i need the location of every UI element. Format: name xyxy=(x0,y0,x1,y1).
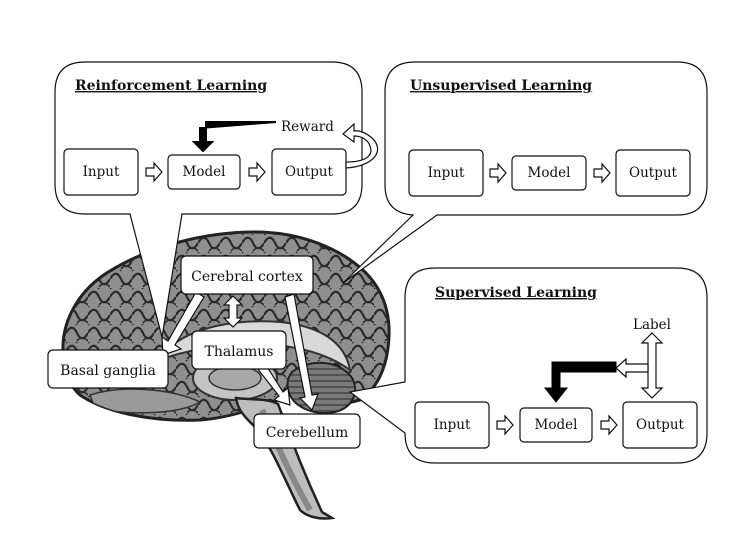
cortex-basal-arrow xyxy=(161,291,205,356)
cerebral-cortex-label: Cerebral cortex xyxy=(191,269,303,285)
ul-input-box xyxy=(408,149,484,197)
sl-label-text: Label xyxy=(633,317,671,333)
rl-input-box xyxy=(63,148,139,196)
sl-model-label: Model xyxy=(535,417,578,433)
cerebellum-label: Cerebellum xyxy=(266,425,348,441)
sl-output-label: Output xyxy=(636,417,685,433)
cerebral-cortex-box xyxy=(180,255,314,295)
rl-model-label: Model xyxy=(183,164,226,180)
reinforcement-learning-panel xyxy=(54,61,363,338)
basal-ganglia-label: Basal ganglia xyxy=(60,363,156,379)
reinforcement-title: Reinforcement Learning xyxy=(75,78,267,94)
sl-model-box xyxy=(519,407,593,443)
supervised-title: Supervised Learning xyxy=(435,285,597,301)
sl-teaching-arrow xyxy=(543,361,617,403)
rl-model-box xyxy=(167,154,241,190)
ul-model-box xyxy=(511,155,587,191)
rl-output-label: Output xyxy=(285,164,334,180)
basal-ganglia-box xyxy=(47,349,169,389)
rl-input-label: Input xyxy=(83,164,120,180)
sl-label-feed-arrow xyxy=(615,357,649,379)
sl-input-box xyxy=(414,401,490,449)
ul-model-label: Model xyxy=(528,165,571,181)
rl-reward-label: Reward xyxy=(281,119,334,135)
rl-reward-arrow xyxy=(191,121,277,153)
sl-label-output-double-arrow xyxy=(640,332,664,399)
rl-reward-curve-arrow xyxy=(342,122,379,169)
cortex-thalamus-double-arrow xyxy=(222,295,244,328)
rl-arrow-model-output xyxy=(248,161,266,183)
ul-output-label: Output xyxy=(629,165,678,181)
ul-arrow-input-model xyxy=(489,162,507,184)
rl-arrow-input-model xyxy=(145,161,163,183)
sl-output-box xyxy=(622,401,698,449)
cortex-cerebellum-arrow xyxy=(284,293,319,412)
cerebellum-box xyxy=(253,413,361,449)
inferior-lobe xyxy=(89,388,202,414)
ul-arrow-model-output xyxy=(593,162,611,184)
sl-input-label: Input xyxy=(434,417,471,433)
thalamus-box xyxy=(191,330,287,370)
ul-input-label: Input xyxy=(428,165,465,181)
unsupervised-title: Unsupervised Learning xyxy=(410,78,592,94)
cerebellum-shape xyxy=(286,361,357,414)
ul-output-box xyxy=(615,149,691,197)
sl-arrow-model-output xyxy=(600,414,618,436)
rl-output-box xyxy=(271,148,347,196)
thalamus-label: Thalamus xyxy=(204,344,273,360)
sl-arrow-input-model xyxy=(496,414,514,436)
